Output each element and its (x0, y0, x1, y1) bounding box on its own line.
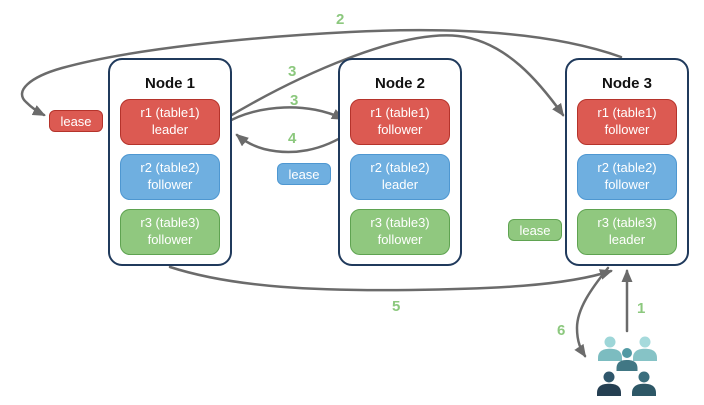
node-1-title: Node 1 (144, 74, 195, 92)
step-label-3-lower: 3 (290, 92, 299, 109)
replica-role: leader (608, 232, 646, 247)
replica-name: r2 (table2) (370, 160, 430, 176)
step-label-1: 1 (637, 300, 646, 317)
step-label-4: 4 (288, 130, 297, 147)
node-3: Node 3 r1 (table1) follower r2 (table2) … (565, 58, 689, 266)
person-figure-bottom-right (632, 371, 656, 396)
replica-role: follower (377, 122, 423, 137)
arrow-step-3-leader-to-node2 (224, 106, 345, 125)
person-figure-middle (616, 348, 638, 371)
node-2-replica-r3: r3 (table3) follower (350, 209, 450, 255)
node-1-replica-r1: r1 (table1) leader (120, 99, 220, 145)
person-figure-bottom-left (597, 371, 621, 396)
node-3-replica-r2: r2 (table2) follower (577, 154, 677, 200)
replica-name: r2 (table2) (140, 160, 200, 176)
lease-badge-r2: lease (277, 163, 331, 185)
node-2-replica-r1: r1 (table1) follower (350, 99, 450, 145)
replica-role: follower (604, 122, 650, 137)
replica-role: follower (147, 177, 193, 192)
lease-badge-r3: lease (508, 219, 562, 241)
node-2-replica-r2: r2 (table2) leader (350, 154, 450, 200)
node-1-replica-r3: r3 (table3) follower (120, 209, 220, 255)
node-1-replica-r2: r2 (table2) follower (120, 154, 220, 200)
person-figure-top-left (598, 336, 622, 361)
replica-name: r3 (table3) (370, 215, 430, 231)
replica-name: r1 (table1) (597, 105, 657, 121)
node-1: Node 1 r1 (table1) leader r2 (table2) fo… (108, 58, 232, 266)
replica-name: r1 (table1) (140, 105, 200, 121)
replica-name: r3 (table3) (597, 215, 657, 231)
replica-role: follower (147, 232, 193, 247)
node-3-replica-r3: r3 (table3) leader (577, 209, 677, 255)
replica-role: follower (604, 177, 650, 192)
node-3-title: Node 3 (601, 74, 652, 92)
step-label-2: 2 (336, 11, 345, 28)
node-2-title: Node 2 (374, 74, 425, 92)
lease-badge-r1: lease (49, 110, 103, 132)
replica-name: r1 (table1) (370, 105, 430, 121)
node-2: Node 2 r1 (table1) follower r2 (table2) … (338, 58, 462, 266)
arrow-step-5-node1-to-node3 (168, 265, 613, 292)
person-figure-top-right (633, 336, 657, 361)
replica-role: leader (381, 177, 419, 192)
replica-role: leader (151, 122, 189, 137)
replica-name: r2 (table2) (597, 160, 657, 176)
replica-name: r3 (table3) (140, 215, 200, 231)
clients-group-icon (597, 336, 657, 396)
step-label-6: 6 (557, 322, 566, 339)
step-label-5: 5 (392, 298, 401, 315)
replica-role: follower (377, 232, 423, 247)
step-label-3-upper: 3 (288, 63, 297, 80)
node-3-replica-r1: r1 (table1) follower (577, 99, 677, 145)
